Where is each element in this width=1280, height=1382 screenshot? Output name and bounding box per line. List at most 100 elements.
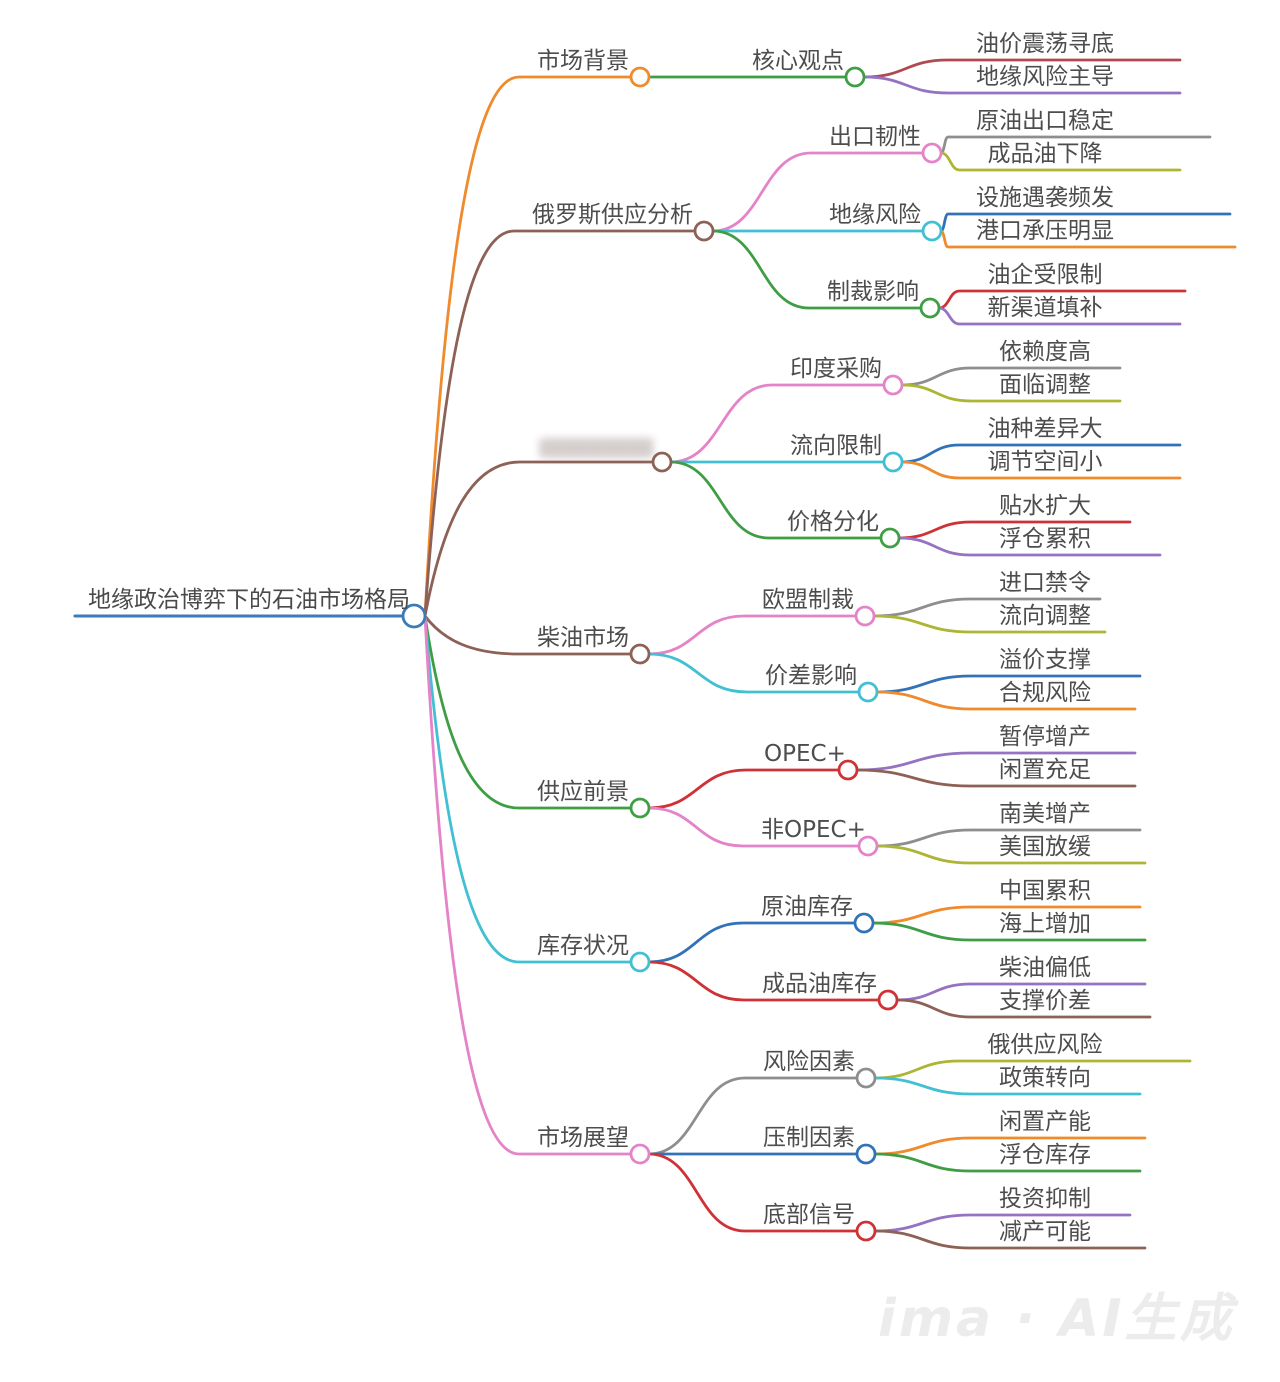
node-link <box>873 1076 1142 1096</box>
branch-node[interactable]: 俄罗斯供应分析 <box>532 202 693 228</box>
node-circle[interactable] <box>693 220 715 242</box>
leaf-node[interactable]: 浮仓累积 <box>999 526 1091 552</box>
blurred-node-label[interactable] <box>540 438 653 458</box>
node-link <box>647 652 861 694</box>
node-link <box>669 460 883 540</box>
node-link <box>875 690 1137 711</box>
node-circle[interactable] <box>854 605 876 627</box>
node-circle[interactable] <box>629 66 651 88</box>
node-link <box>423 460 655 618</box>
node-circle[interactable] <box>882 451 904 473</box>
node-link <box>647 614 858 656</box>
node-circle[interactable] <box>857 835 879 857</box>
leaf-node[interactable]: 南美增产 <box>999 801 1091 827</box>
node-circle[interactable] <box>879 527 901 549</box>
leaf-node[interactable]: 流向调整 <box>999 603 1091 629</box>
leaf-node[interactable]: 合规风险 <box>999 680 1091 706</box>
leaf-node[interactable]: 调节空间小 <box>987 449 1103 475</box>
node-circle[interactable] <box>837 759 859 781</box>
subbranch-node[interactable]: 压制因素 <box>763 1125 855 1151</box>
branch-node[interactable]: 供应前景 <box>537 779 629 805</box>
node-circle[interactable] <box>629 1143 651 1165</box>
node-link <box>871 921 1147 942</box>
node-circle[interactable] <box>629 797 651 819</box>
subbranch-node[interactable]: 风险因素 <box>763 1049 855 1075</box>
subbranch-node[interactable]: 印度采购 <box>790 356 882 382</box>
leaf-node[interactable]: 油企受限制 <box>987 262 1103 288</box>
node-link <box>647 921 857 964</box>
subbranch-node[interactable]: 欧盟制裁 <box>762 587 854 613</box>
subbranch-node[interactable]: OPEC+ <box>764 741 846 767</box>
subbranch-node[interactable]: 出口韧性 <box>829 124 921 150</box>
leaf-node[interactable]: 柴油偏低 <box>999 955 1091 981</box>
leaf-node[interactable]: 新渠道填补 <box>987 295 1103 321</box>
subbranch-node[interactable]: 原油库存 <box>761 894 853 920</box>
node-link <box>873 1152 1142 1173</box>
node-link <box>423 614 633 1156</box>
node-link <box>711 151 925 233</box>
leaf-node[interactable]: 油价震荡寻底 <box>976 31 1114 57</box>
leaf-node[interactable]: 溢价支撑 <box>999 647 1091 673</box>
leaf-node[interactable]: 地缘风险主导 <box>976 64 1114 90</box>
node-circle[interactable] <box>401 603 427 629</box>
leaf-node[interactable]: 暂停增产 <box>999 724 1091 750</box>
node-link <box>647 960 881 1002</box>
leaf-node[interactable]: 闲置产能 <box>999 1109 1091 1135</box>
leaf-node[interactable]: 浮仓库存 <box>999 1142 1091 1168</box>
subbranch-node[interactable]: 价差影响 <box>765 663 857 689</box>
subbranch-node[interactable]: 价格分化 <box>787 509 879 535</box>
node-circle[interactable] <box>921 142 943 164</box>
leaf-node[interactable]: 依赖度高 <box>999 339 1091 365</box>
leaf-node[interactable]: 港口承压明显 <box>976 218 1114 244</box>
leaf-node[interactable]: 支撑价差 <box>999 988 1091 1014</box>
subbranch-node[interactable]: 地缘风险 <box>829 202 921 228</box>
node-circle[interactable] <box>882 374 904 396</box>
node-circle[interactable] <box>919 297 941 319</box>
leaf-node[interactable]: 俄供应风险 <box>987 1032 1103 1058</box>
branch-node[interactable]: 市场背景 <box>537 48 629 74</box>
node-link <box>647 768 841 810</box>
branch-node[interactable]: 库存状况 <box>537 933 629 959</box>
branch-node[interactable]: 柴油市场 <box>537 625 629 651</box>
leaf-node[interactable]: 设施遇袭频发 <box>976 185 1114 211</box>
node-link <box>939 151 1182 172</box>
leaf-node[interactable]: 进口禁令 <box>999 570 1091 596</box>
leaf-node[interactable]: 美国放缓 <box>999 834 1091 860</box>
leaf-node[interactable]: 投资抑制 <box>999 1186 1091 1212</box>
leaf-node[interactable]: 政策转向 <box>999 1065 1091 1091</box>
subbranch-node[interactable]: 非OPEC+ <box>761 817 866 843</box>
node-circle[interactable] <box>855 1143 877 1165</box>
leaf-node[interactable]: 减产可能 <box>999 1219 1091 1245</box>
leaf-node[interactable]: 面临调整 <box>999 372 1091 398</box>
node-circle[interactable] <box>921 220 943 242</box>
leaf-node[interactable]: 闲置充足 <box>999 757 1091 783</box>
leaf-node[interactable]: 成品油下降 <box>987 141 1103 167</box>
node-circle[interactable] <box>855 1067 877 1089</box>
node-circle[interactable] <box>651 451 673 473</box>
subbranch-node[interactable]: 流向限制 <box>790 433 882 459</box>
node-circle[interactable] <box>629 951 651 973</box>
node-circle[interactable] <box>844 66 866 88</box>
leaf-node[interactable]: 中国累积 <box>999 878 1091 904</box>
node-circle[interactable] <box>857 681 879 703</box>
subbranch-node[interactable]: 制裁影响 <box>827 279 919 305</box>
leaf-node[interactable]: 原油出口稳定 <box>976 108 1114 134</box>
subbranch-node[interactable]: 核心观点 <box>752 48 844 74</box>
node-circle[interactable] <box>855 1220 877 1242</box>
node-link <box>711 229 923 310</box>
leaf-node[interactable]: 油种差异大 <box>987 416 1103 442</box>
root-node[interactable]: 地缘政治博弈下的石油市场格局 <box>88 587 410 613</box>
leaf-node[interactable]: 海上增加 <box>999 911 1091 937</box>
node-link <box>875 844 1147 865</box>
subbranch-node[interactable]: 成品油库存 <box>762 971 877 997</box>
node-circle[interactable] <box>877 989 899 1011</box>
leaf-node[interactable]: 贴水扩大 <box>999 493 1091 519</box>
node-circle[interactable] <box>853 912 875 934</box>
branch-node[interactable]: 市场展望 <box>537 1125 629 1151</box>
node-circle[interactable] <box>629 643 651 665</box>
node-link <box>423 614 633 964</box>
subbranch-node[interactable]: 底部信号 <box>763 1202 855 1228</box>
node-link <box>900 460 1182 480</box>
